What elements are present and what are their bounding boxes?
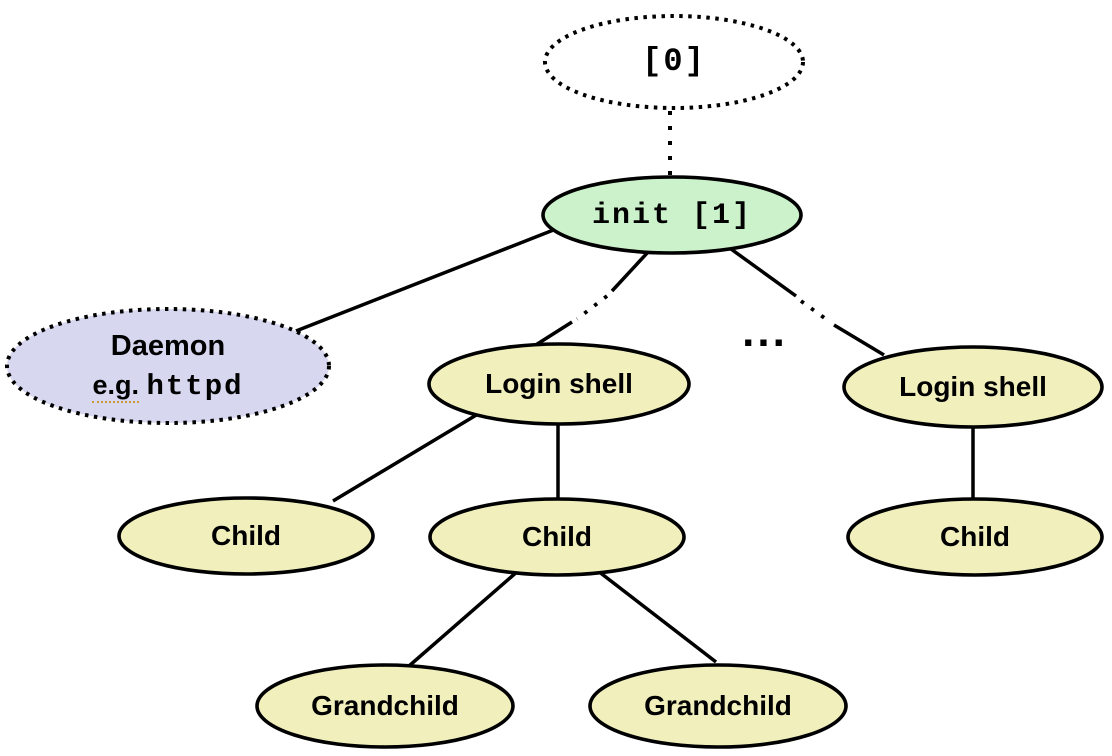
node-grandchild-2-shape	[588, 663, 848, 749]
node-grandchild-2-label: Grandchild	[644, 690, 792, 721]
edge-login-shell-1-to-child-1	[332, 412, 479, 503]
more-login-shells-ellipsis: ...	[742, 307, 788, 356]
daemon-example-line: e.g. httpd	[7, 366, 329, 406]
node-login-shell-2-shape	[842, 345, 1104, 429]
edge-child-2-to-grandchild-1	[407, 569, 520, 668]
node-init-label: init [1]	[591, 199, 753, 233]
node-child-2-shape	[428, 497, 686, 577]
node-child-1-label: Child	[211, 520, 281, 551]
node-child-1-shape	[117, 496, 375, 576]
edge-init-to-daemon	[295, 227, 557, 333]
node-daemon-shape	[5, 307, 331, 425]
node-grandchild-1-shape	[255, 663, 515, 749]
daemon-title: Daemon	[110, 330, 226, 362]
edge-init-to-login-shell-2-dotted	[799, 299, 832, 324]
node-daemon-label: Daemon e.g. httpd	[7, 327, 329, 406]
node-init-shape	[541, 175, 803, 255]
node-grandchild-1-label: Grandchild	[311, 690, 459, 721]
node-login-shell-1-shape	[427, 342, 691, 426]
node-login-shell-1-label: Login shell	[485, 368, 633, 399]
edge-init-to-login-shell-2-upper	[729, 247, 798, 298]
node-child-3-label: Child	[940, 521, 1010, 552]
node-login-shell-2-label: Login shell	[899, 371, 1047, 402]
node-child-3-shape	[846, 497, 1104, 577]
node-child-2-label: Child	[522, 521, 592, 552]
edge-child-2-to-grandchild-2	[596, 569, 718, 664]
daemon-example-code: httpd	[146, 370, 244, 403]
edge-init-to-login-shell-1-dotted	[575, 294, 609, 321]
node-pid0-shape	[543, 14, 805, 110]
node-pid0-label: [0]	[642, 43, 706, 80]
edge-init-to-login-shell-1-upper	[610, 249, 651, 293]
daemon-example-prefix: e.g.	[92, 370, 139, 403]
edge-init-to-login-shell-2-lower	[833, 323, 885, 357]
